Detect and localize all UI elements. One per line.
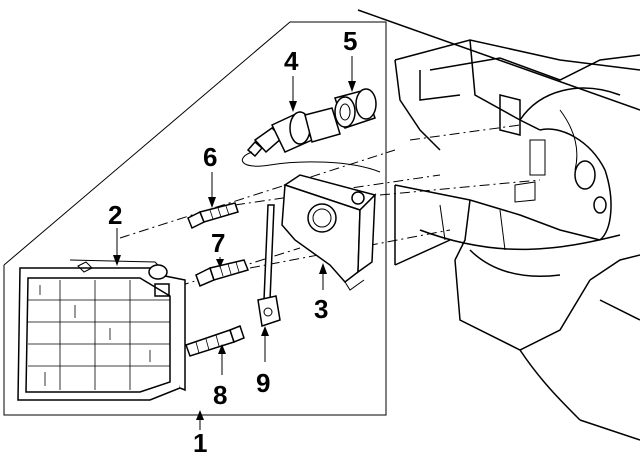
assembly-outline — [3, 21, 387, 416]
vehicle-front-body — [357, 9, 640, 441]
callout-6: 6 — [203, 142, 217, 172]
callout-1: 1 — [193, 428, 207, 458]
callout-7: 7 — [211, 228, 225, 258]
bulb-retainer-ring — [334, 88, 377, 129]
adjusting-screw-lower — [185, 325, 245, 357]
callout-9: 9 — [256, 368, 270, 398]
mounting-bracket — [281, 174, 377, 291]
adjuster-rod — [257, 204, 281, 327]
callout-3: 3 — [314, 294, 328, 324]
bulb-wire — [241, 151, 381, 173]
adjusting-screw-upper — [187, 202, 239, 230]
callout-2: 2 — [108, 200, 122, 230]
callout-5: 5 — [343, 26, 357, 56]
headlamp-housing — [17, 259, 186, 401]
callout-8: 8 — [213, 380, 227, 410]
adjusting-screw-middle — [195, 259, 250, 288]
leader-lines — [113, 56, 356, 430]
headlamp-bulb — [246, 107, 341, 158]
callout-4: 4 — [284, 46, 299, 76]
